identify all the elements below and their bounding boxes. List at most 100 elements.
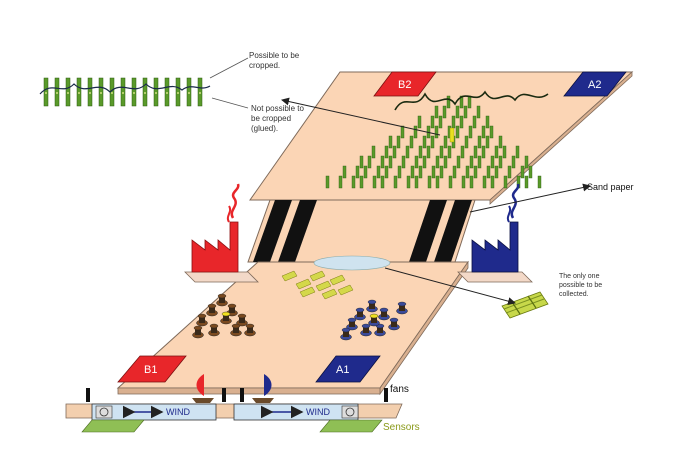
plant-icon — [463, 105, 468, 119]
base-a2-label: A2 — [588, 79, 601, 91]
hay-bundle-icon — [329, 274, 346, 286]
plant-icon — [422, 135, 427, 149]
plant-icon — [392, 145, 397, 159]
plant-icon — [520, 165, 525, 179]
plant-icon — [384, 165, 389, 179]
person-tokens-left — [192, 293, 256, 339]
pond — [313, 255, 391, 271]
plant-icon — [325, 175, 330, 189]
plant-icon — [164, 77, 170, 107]
plant-icon — [426, 145, 431, 159]
plant-icon — [456, 155, 461, 169]
plant-icon — [338, 175, 343, 189]
plant-icon — [481, 145, 486, 159]
plant-icon — [396, 135, 401, 149]
hay-bundles — [281, 270, 354, 300]
plant-icon — [388, 135, 393, 149]
plant-icon — [384, 145, 389, 159]
wind-left-label: WIND — [166, 407, 190, 417]
plant-icon — [448, 175, 453, 189]
plant-icon — [410, 165, 415, 179]
plant-icon — [359, 175, 364, 189]
sailboat-icon — [192, 374, 214, 403]
plant-icon — [430, 135, 435, 149]
wind-right-label: WIND — [306, 407, 330, 417]
person-token-icon — [396, 301, 408, 315]
plant-icon — [400, 125, 405, 139]
plant-icon — [537, 175, 542, 189]
plant-icon — [409, 135, 414, 149]
person-token-icon — [208, 323, 220, 337]
plant-icon — [461, 175, 466, 189]
plant-icon — [359, 155, 364, 169]
person-token-icon — [192, 325, 204, 339]
collectable-label-line1: The only one — [559, 273, 600, 280]
plant-icon — [451, 115, 456, 129]
plant-icon — [473, 165, 478, 179]
hay-bundle-icon — [315, 280, 332, 292]
plant-icon — [455, 105, 460, 119]
person-token-icon — [360, 323, 372, 337]
sand-paper-label: Sand paper — [587, 182, 634, 192]
plant-icon — [431, 165, 436, 179]
plant-icon — [153, 77, 159, 107]
plant-icon — [472, 115, 477, 129]
sailboat-icon — [252, 374, 274, 403]
plant-icon — [489, 125, 494, 139]
plant-icon — [372, 175, 377, 189]
plant-icon — [443, 135, 448, 149]
person-tokens-right — [340, 299, 408, 341]
plant-icon — [507, 165, 512, 179]
plant-icon — [87, 77, 93, 107]
plant-icon — [388, 155, 393, 169]
plant-icon — [397, 165, 402, 179]
glued-label-line3: (glued). — [251, 124, 278, 133]
person-token-icon — [206, 303, 218, 317]
croppable-label-line1: Possible to be — [249, 51, 300, 60]
plant-icon — [477, 155, 482, 169]
plant-icon — [482, 175, 487, 189]
plant-icon — [515, 145, 520, 159]
plant-icon — [524, 175, 529, 189]
plant-icon — [363, 165, 368, 179]
plant-icon — [406, 175, 411, 189]
plant-icon — [186, 77, 192, 107]
plant-icon — [434, 125, 439, 139]
person-token-icon — [340, 327, 352, 341]
plant-icon — [464, 135, 469, 149]
person-token-icon — [368, 313, 380, 327]
base-a2: A2 — [563, 71, 627, 97]
plant-icon — [511, 155, 516, 169]
plant-icon — [142, 77, 148, 107]
glued-label-line2: be cropped — [251, 114, 291, 123]
person-token-icon — [366, 299, 378, 313]
fan-icon — [341, 405, 359, 419]
base-a1-label: A1 — [336, 364, 349, 376]
plant-icon — [502, 145, 507, 159]
plant-icon — [351, 175, 356, 189]
plant-icon — [442, 105, 447, 119]
base-b2: B2 — [373, 71, 437, 97]
plant-icon — [418, 145, 423, 159]
plant-icon — [434, 105, 439, 119]
hay-bundle-icon — [321, 288, 338, 300]
sand-paper-strip — [247, 199, 476, 263]
person-token-icon — [244, 323, 256, 337]
plant-icon — [486, 165, 491, 179]
plant-icon — [469, 175, 474, 189]
plant-icon — [524, 155, 529, 169]
plant-icon — [468, 125, 473, 139]
plant-icon — [422, 155, 427, 169]
glued-label-line1: Not possible to — [251, 104, 304, 113]
plant-icon — [460, 145, 465, 159]
plant-icon — [380, 175, 385, 189]
plant-icon — [498, 155, 503, 169]
person-token-icon — [196, 313, 208, 327]
person-token-icon — [354, 307, 366, 321]
plant-icon — [467, 95, 472, 109]
red-factory-icon — [184, 183, 259, 283]
base-b2-label: B2 — [398, 79, 411, 91]
plant-icon — [494, 145, 499, 159]
plant-icon — [98, 77, 104, 107]
